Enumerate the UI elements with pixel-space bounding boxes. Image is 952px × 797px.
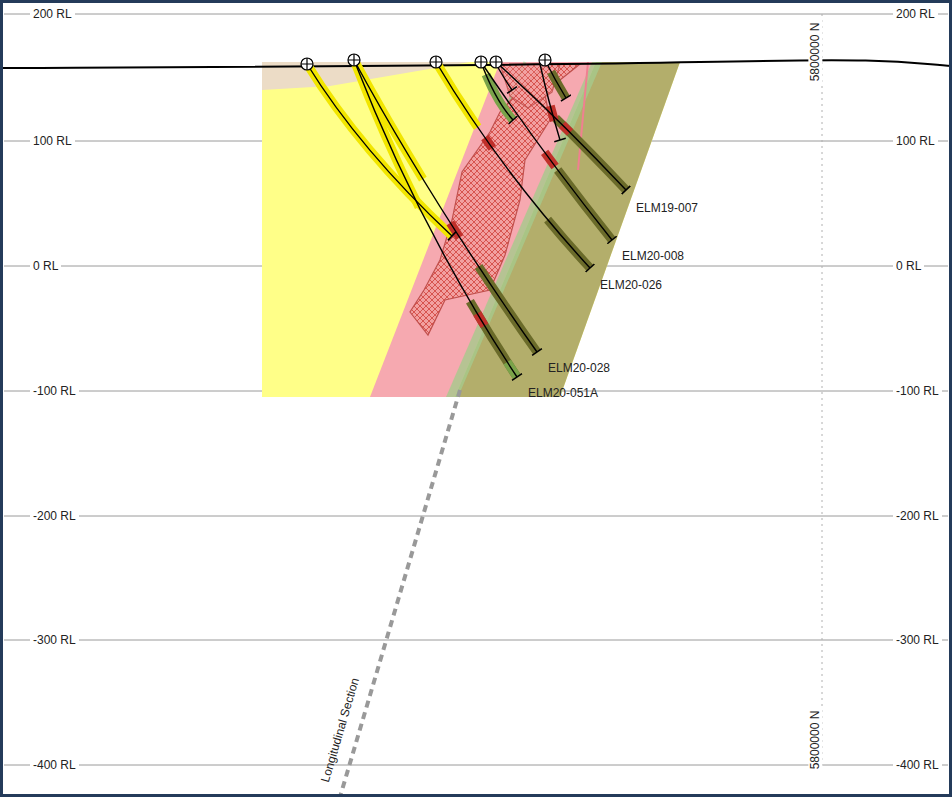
drill-trace <box>540 64 560 140</box>
collar <box>348 54 360 66</box>
drill-trace <box>307 64 452 236</box>
elevation-label: 100 RL <box>30 134 75 148</box>
drill-intervals <box>307 60 626 377</box>
drill-trace <box>436 62 590 268</box>
elevation-gridlines <box>4 14 948 765</box>
elevation-label: 0 RL <box>30 259 61 273</box>
elevation-label: -300 RL <box>30 633 79 647</box>
collar <box>475 56 487 68</box>
elevation-label: -400 RL <box>30 758 79 772</box>
drillhole-label: ELM20-008 <box>622 249 684 263</box>
northing-label: 5800000 N <box>808 708 822 773</box>
drillhole-label: ELM20-051A <box>528 386 598 400</box>
collar <box>490 56 502 68</box>
gridline <box>4 516 948 517</box>
drill-trace <box>496 62 626 190</box>
collar <box>430 56 442 68</box>
elevation-label: -300 RL <box>893 633 942 647</box>
drillhole-label: ELM20-028 <box>548 361 610 375</box>
elevation-label: -200 RL <box>30 509 79 523</box>
elevation-label: -100 RL <box>30 384 79 398</box>
yellow-unit <box>262 62 680 397</box>
collar <box>539 54 551 66</box>
northing-line <box>822 14 823 765</box>
drill-trace <box>481 62 513 120</box>
drill-trace <box>354 60 517 377</box>
elevation-label: -400 RL <box>893 758 942 772</box>
drill-trace <box>481 62 612 240</box>
drillhole-label: ELM19-007 <box>636 201 698 215</box>
collar <box>301 58 313 70</box>
yellow-interval <box>307 64 452 236</box>
red-interval <box>540 64 560 140</box>
section-label: Longitudinal Section <box>318 676 362 784</box>
gridline <box>4 640 948 641</box>
elevation-label: 100 RL <box>893 134 938 148</box>
collar-symbols <box>301 54 551 70</box>
elevation-label: 200 RL <box>30 7 75 21</box>
elevation-label: -200 RL <box>893 509 942 523</box>
green-interval <box>481 62 513 120</box>
elevation-label: 200 RL <box>893 7 938 21</box>
drill-traces <box>307 60 626 377</box>
elevation-label: -100 RL <box>893 384 942 398</box>
longitudinal-section-trace <box>340 390 460 797</box>
gridline <box>4 765 948 766</box>
northing-label: 5800000 N <box>808 20 822 85</box>
gridline <box>4 14 948 15</box>
elevation-label: 0 RL <box>893 259 924 273</box>
drillhole-label: ELM20-026 <box>600 278 662 292</box>
